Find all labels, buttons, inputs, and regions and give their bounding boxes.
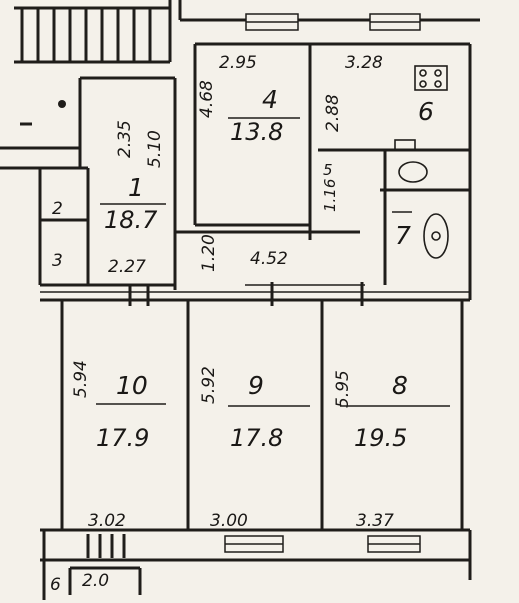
room-9-dim-bottom: 3.00: [210, 511, 248, 531]
room-6-dim-side: 2.88: [323, 94, 343, 132]
room-9-number: 9: [248, 371, 264, 400]
room-7-number: 7: [395, 221, 411, 250]
corridor-dim-long: 4.52: [250, 249, 288, 269]
room-10-dim-bottom: 3.02: [88, 511, 126, 531]
room-9-dim-side: 5.92: [199, 366, 219, 404]
room-10-number: 10: [116, 371, 148, 400]
room-10-area: 17.9: [96, 424, 149, 452]
stair-dim: 2.0: [82, 571, 109, 591]
room-8-area: 19.5: [354, 424, 407, 452]
room-3-area: 2.27: [108, 257, 146, 277]
room-5-dim: 1.16: [321, 179, 339, 212]
stairwell-hatch: [14, 0, 172, 64]
room-1-area: 18.7: [104, 206, 158, 234]
room-4-number: 4: [262, 85, 278, 114]
room-3-number: 3: [52, 251, 63, 271]
door-marker-icon: [20, 100, 66, 126]
room-2-number: 2: [52, 199, 63, 219]
room-9-area: 17.8: [230, 424, 283, 452]
room-10-dim-side: 5.94: [71, 360, 91, 398]
room-8-dim-bottom: 3.37: [356, 511, 394, 531]
sink-icon: [394, 139, 428, 183]
corridor-dim-side: 1.20: [199, 234, 219, 272]
stair-bottom: [86, 534, 126, 558]
room-6-dim-top: 3.28: [345, 53, 383, 73]
room-8-number: 8: [392, 371, 408, 400]
bathtub-icon: [423, 213, 449, 259]
room-4-dim-side: 4.68: [197, 80, 217, 118]
stove-icon: [414, 65, 448, 91]
room-5-number: 5: [323, 161, 333, 179]
room-4-dim-top: 2.95: [219, 53, 257, 73]
room-1-number: 1: [128, 173, 144, 202]
room-1-dim-side: 2.35: [115, 120, 135, 158]
room-1-dim-long: 5.10: [145, 130, 165, 168]
upper-walls: [0, 0, 480, 300]
corridor-wall: [40, 282, 470, 306]
lower-walls: [40, 300, 472, 600]
room-8-dim-side: 5.95: [333, 370, 353, 408]
room-6-number: 6: [418, 97, 434, 126]
stair-number: 6: [50, 575, 61, 595]
room-4-area: 13.8: [230, 118, 283, 146]
